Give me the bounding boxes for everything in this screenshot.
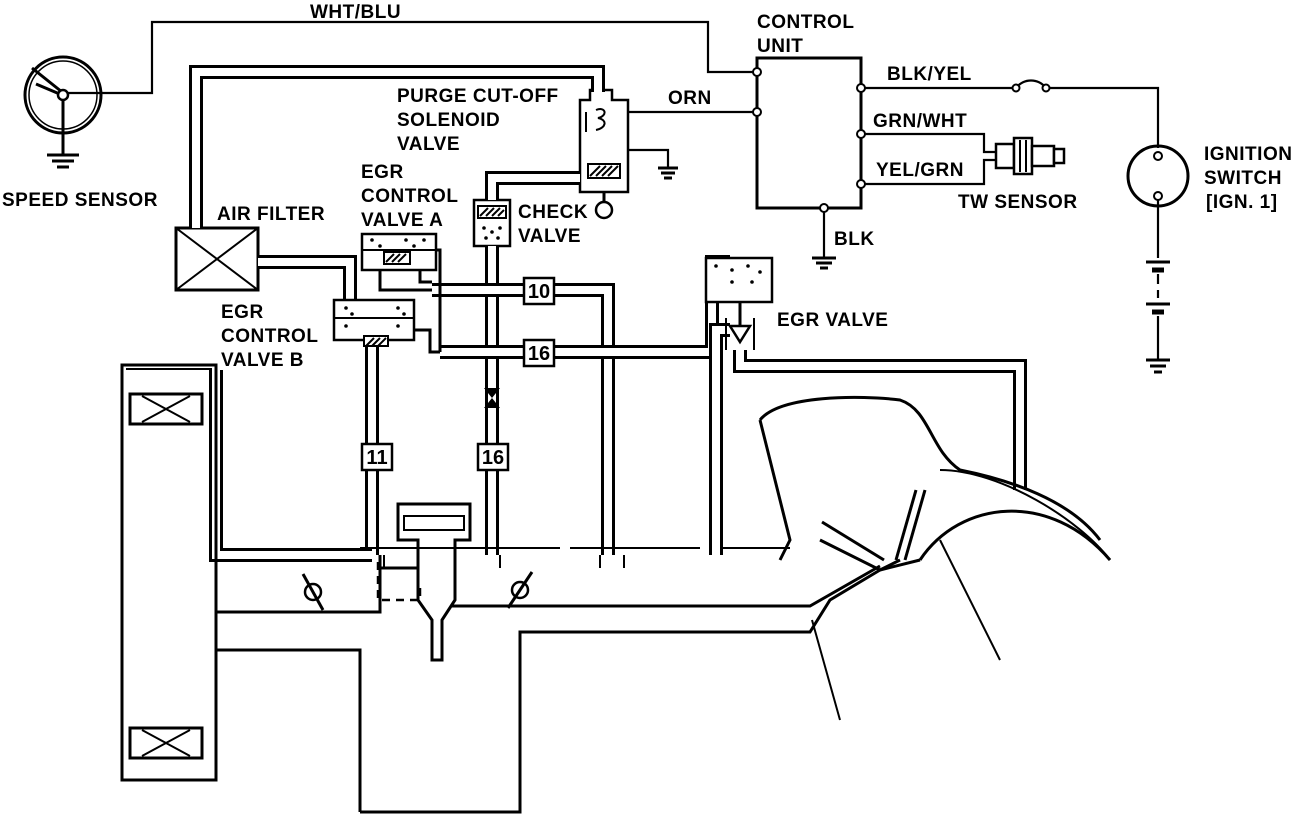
label-blk: BLK: [834, 229, 875, 250]
label-blk-yel: BLK/YEL: [887, 64, 972, 85]
label-purge-valve: VALVE: [397, 134, 460, 155]
hose-number-11: 11: [360, 442, 394, 472]
ignition-switch: [1126, 144, 1190, 258]
svg-text:11: 11: [366, 447, 387, 469]
label-check-valve: VALVE: [518, 226, 581, 247]
svg-text:16: 16: [528, 343, 550, 365]
egr-control-valve-a: [360, 232, 442, 352]
label-yel-grn: YEL/GRN: [876, 160, 964, 181]
label-solenoid: SOLENOID: [397, 110, 500, 131]
label-egr-valve: EGR VALVE: [777, 310, 888, 331]
label-purge-cutoff: PURGE CUT-OFF: [397, 86, 559, 107]
label-ignition: IGNITION: [1204, 144, 1292, 165]
battery-icon: [1146, 260, 1170, 374]
label-control-b: CONTROL: [221, 326, 318, 347]
engine-intake: [120, 363, 1112, 814]
restrictor-icon: [484, 388, 500, 408]
label-control: CONTROL: [757, 12, 854, 33]
fuse-icon: [1015, 79, 1047, 89]
hose-number-16-lower: 16: [476, 442, 510, 472]
ground-icon: [658, 166, 678, 180]
purge-cutoff-solenoid-valve: [578, 88, 678, 220]
egr-control-valve-b: [332, 298, 440, 354]
label-tw-sensor: TW SENSOR: [958, 192, 1078, 213]
label-grn-wht: GRN/WHT: [873, 111, 967, 132]
label-speed-sensor: SPEED SENSOR: [2, 190, 158, 211]
ground-icon: [1146, 358, 1170, 374]
label-unit: UNIT: [757, 36, 803, 57]
svg-text:16: 16: [482, 447, 504, 469]
label-air-filter: AIR FILTER: [217, 204, 325, 225]
label-egr-a: EGR: [361, 162, 404, 183]
air-filter: [174, 226, 260, 292]
label-ign-1: [IGN. 1]: [1206, 192, 1278, 213]
label-control-a: CONTROL: [361, 186, 458, 207]
label-orn: ORN: [668, 88, 712, 109]
hose-number-10: 10: [522, 276, 556, 306]
label-valve-a: VALVE A: [361, 210, 443, 231]
label-switch: SWITCH: [1204, 168, 1282, 189]
label-wht-blu: WHT/BLU: [310, 2, 401, 23]
tw-sensor: [994, 136, 1066, 176]
label-valve-b: VALVE B: [221, 350, 304, 371]
control-unit: [752, 56, 866, 213]
ground-icon: [812, 256, 836, 270]
label-check: CHECK: [518, 202, 588, 223]
svg-text:10: 10: [528, 281, 550, 303]
label-egr-b: EGR: [221, 302, 264, 323]
ground-icon: [47, 153, 79, 169]
hose-number-16-upper: 16: [522, 338, 556, 368]
speed-sensor: [23, 55, 103, 169]
check-valve: [472, 198, 512, 248]
egr-valve: [704, 256, 774, 350]
wire-wht-blu: [68, 20, 757, 95]
